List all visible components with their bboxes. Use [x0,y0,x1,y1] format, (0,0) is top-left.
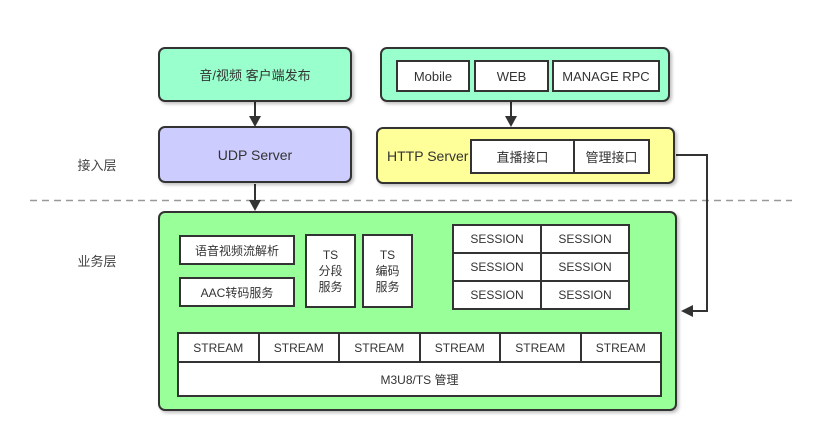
session-box: SESSION [540,224,630,254]
stream-box: STREAM [499,332,582,363]
session-box: SESSION [452,224,542,254]
stream-row: STREAM STREAM STREAM STREAM STREAM STREA… [177,332,662,363]
client-group-box: Mobile WEB MANAGE RPC [380,47,670,102]
ts-encode-line: 服务 [375,280,400,294]
http-server-box: HTTP Server 直播接口 管理接口 [376,127,675,184]
session-box: SESSION [452,252,542,282]
arrow-udp-to-business [249,184,261,211]
udp-server-box: UDP Server [158,126,352,183]
stream-box: STREAM [338,332,421,363]
business-layer-box: 语音视频流解析 AAC转码服务 TS 分段 服务 TS 编码 服务 SESSIO… [158,211,677,411]
stream-parse-box: 语音视频流解析 [179,235,295,265]
live-interface-box: 直播接口 [470,139,575,174]
stream-box: STREAM [418,332,501,363]
business-layer-label: 业务层 [77,254,117,269]
manage-interface-box: 管理接口 [573,139,650,174]
ts-encode-line: 编码 [375,264,400,278]
connector-http-to-business [676,154,708,317]
ts-segment-line: 服务 [318,280,343,294]
aac-transcode-box: AAC转码服务 [179,277,295,307]
arrow-clients-to-http [505,102,517,127]
access-layer-label: 接入层 [77,158,117,173]
publish-client-box: 音/视频 客户端发布 [158,47,352,102]
stream-box: STREAM [579,332,662,363]
stream-box: STREAM [257,332,340,363]
ts-segment-box: TS 分段 服务 [305,234,356,308]
ts-encode-line: TS [379,248,396,262]
mobile-box: Mobile [396,60,470,92]
ts-segment-line: TS [322,248,339,262]
ts-segment-line: 分段 [318,264,343,278]
web-box: WEB [474,60,549,92]
http-server-label: HTTP Server [387,147,469,164]
manage-rpc-box: MANAGE RPC [552,60,660,92]
session-box: SESSION [452,280,542,310]
http-interfaces-group: 直播接口 管理接口 [470,139,650,174]
stream-box: STREAM [177,332,260,363]
arrow-publish-to-udp [249,102,261,127]
ts-encode-box: TS 编码 服务 [362,234,413,308]
session-box: SESSION [540,280,630,310]
session-box: SESSION [540,252,630,282]
m3u8-manage-box: M3U8/TS 管理 [177,361,662,397]
